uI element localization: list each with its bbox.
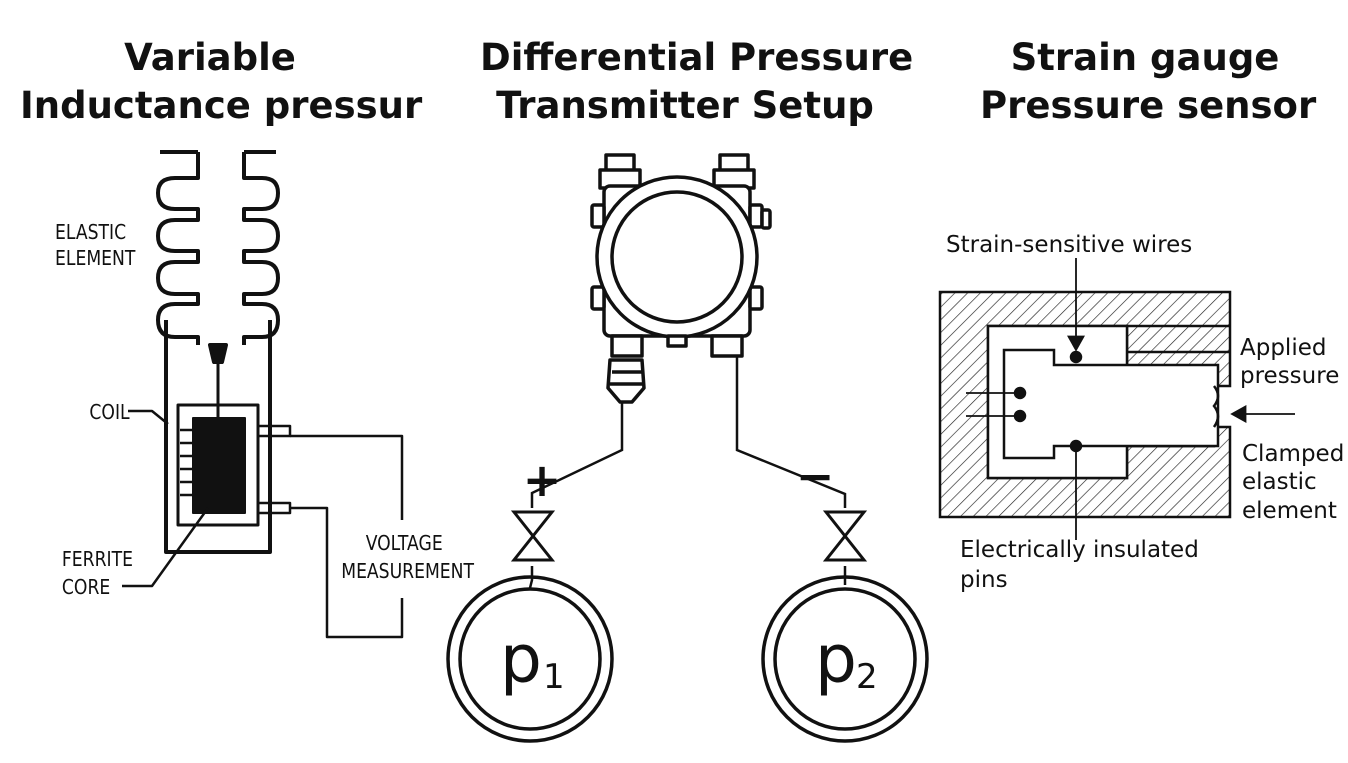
pressure-p1: [446, 575, 614, 743]
coil-windings: [180, 428, 193, 497]
label-elastic: ELASTIC: [55, 222, 126, 245]
label-core: CORE: [62, 577, 110, 600]
inductance-labels: ELASTIC ELEMENT COIL FERRITE CORE VOLTAG…: [55, 222, 475, 600]
label-element-s: element: [1242, 498, 1337, 524]
ferrite-leader: [122, 507, 210, 588]
title-differential-pressure: Differential Pressure Transmitter Setup: [480, 36, 914, 127]
label-measurement: MEASUREMENT: [341, 561, 474, 584]
title-strain-gauge: Strain gauge Pressure sensor: [980, 36, 1317, 127]
label-pressure: pressure: [1240, 363, 1339, 389]
valve-left: [510, 510, 556, 562]
transmitter: [590, 153, 772, 404]
label-insulated: Electrically insulated: [960, 537, 1199, 563]
bellows-elastic-element: [156, 152, 280, 345]
inductance-sensor: [122, 150, 404, 639]
label-strain-wires: Strain-sensitive wires: [946, 232, 1192, 258]
ferrite-core: [192, 417, 246, 514]
title-variable-inductance: Variable Inductance pressur: [20, 36, 423, 127]
label-p2: p: [815, 621, 857, 698]
measurement-wiring: [290, 434, 404, 639]
label-p2-sub: 2: [856, 657, 878, 697]
label-coil: COIL: [89, 402, 130, 425]
label-pins: pins: [960, 567, 1008, 593]
strain-gauge-sensor: [938, 258, 1295, 540]
coil-leader: [128, 409, 169, 425]
clamped-elastic-element: [1002, 348, 1220, 460]
label-voltage: VOLTAGE: [366, 533, 443, 556]
label-ferrite: FERRITE: [62, 549, 133, 572]
label-element: ELEMENT: [55, 248, 136, 271]
pressure-p2: [761, 575, 929, 743]
coil-frame: [176, 403, 260, 527]
valve-right: [822, 510, 868, 562]
label-p1-sub: 1: [543, 657, 565, 697]
differential-labels: + − p 1 p 2: [500, 449, 878, 698]
label-plus: +: [523, 453, 562, 507]
label-applied: Applied: [1240, 335, 1326, 361]
label-clamped: Clamped: [1242, 441, 1344, 467]
label-minus: −: [796, 449, 835, 503]
label-elastic-s: elastic: [1242, 469, 1317, 495]
label-p1: p: [500, 621, 542, 698]
strain-labels: Strain-sensitive wires Applied pressure …: [946, 232, 1344, 593]
